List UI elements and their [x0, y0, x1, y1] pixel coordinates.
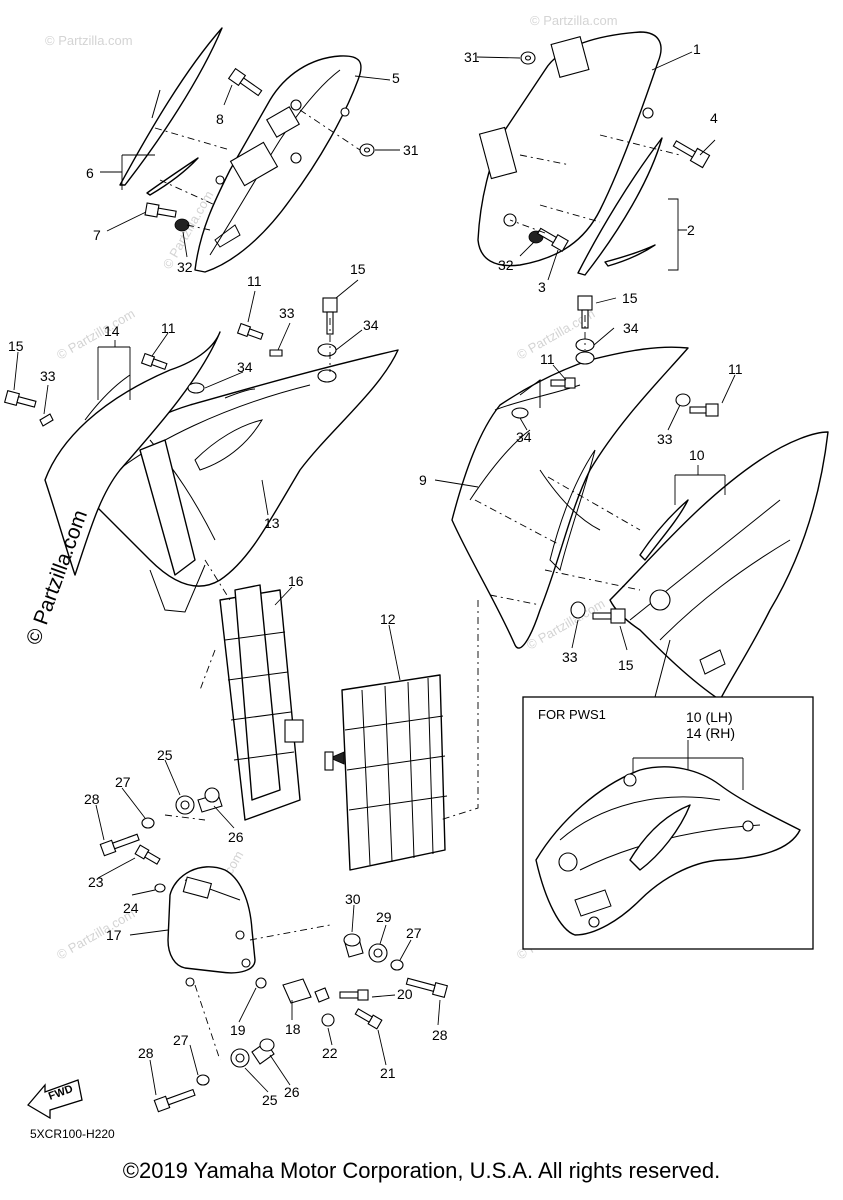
- callout-27: 27: [115, 774, 131, 790]
- callout-11b: 11: [161, 320, 176, 336]
- callout-31: 31: [464, 49, 480, 65]
- part-1-side-cover-right: [477, 31, 662, 267]
- part-9-shroud-right: [451, 346, 689, 649]
- hardware: [3, 51, 719, 1113]
- callout-numbers: 1 2 3 4 5 6 7 8 9 10 11 11 11 11 12 13 1…: [8, 41, 743, 1108]
- assembly-lines: [154, 109, 681, 1061]
- part-10-decal-right: [609, 431, 829, 701]
- part-17-reservoir: [167, 866, 256, 987]
- callout-1: 1: [693, 41, 701, 57]
- callout-11: 11: [247, 273, 262, 289]
- part-16-radiator-left: [219, 584, 304, 821]
- callout-33d: 33: [562, 649, 578, 665]
- callout-34d: 34: [516, 429, 532, 445]
- callout-23: 23: [88, 874, 104, 890]
- callout-4: 4: [710, 110, 718, 126]
- callout-5: 5: [392, 70, 400, 86]
- watermark: © Partzilla.com: [530, 13, 618, 28]
- watermark: © Partzilla.com: [54, 306, 137, 363]
- callout-34b: 34: [237, 359, 253, 375]
- callout-28: 28: [84, 791, 100, 807]
- inset-label-rh: 14 (RH): [686, 725, 735, 741]
- callout-6: 6: [86, 165, 94, 181]
- callout-14: 14: [104, 323, 120, 339]
- callout-9: 9: [419, 472, 427, 488]
- callout-16: 16: [288, 573, 304, 589]
- part-5-side-cover-left: [194, 55, 362, 273]
- leader-lines: [13, 51, 736, 1096]
- callout-34c: 34: [623, 320, 639, 336]
- callout-18: 18: [285, 1021, 301, 1037]
- part-2-decals: [577, 137, 663, 276]
- callout-17: 17: [106, 927, 122, 943]
- fwd-arrow-icon: FWD: [27, 1079, 83, 1120]
- callout-15: 15: [350, 261, 366, 277]
- callout-13: 13: [264, 515, 280, 531]
- inset-title: FOR PWS1: [538, 707, 606, 722]
- callout-34: 34: [363, 317, 379, 333]
- callout-11c: 11: [540, 351, 555, 367]
- callout-26b: 26: [284, 1084, 300, 1100]
- callout-27b: 27: [406, 925, 422, 941]
- callout-7: 7: [93, 227, 101, 243]
- callout-15d: 15: [618, 657, 634, 673]
- callout-31b: 31: [403, 142, 419, 158]
- callout-24: 24: [123, 900, 139, 916]
- callout-29: 29: [376, 909, 392, 925]
- callout-3: 3: [538, 279, 546, 295]
- callout-32b: 32: [498, 257, 514, 273]
- part-12-radiator-right: [324, 674, 448, 871]
- callout-32: 32: [177, 259, 193, 275]
- callout-15c: 15: [622, 290, 638, 306]
- callout-10: 10: [689, 447, 705, 463]
- copyright-notice: ©2019 Yamaha Motor Corporation, U.S.A. A…: [122, 1158, 721, 1183]
- callout-33c: 33: [657, 431, 673, 447]
- inset-for-pws1: FOR PWS1 10 (LH) 14 (RH): [522, 639, 814, 950]
- callout-15b: 15: [8, 338, 24, 354]
- callout-20: 20: [397, 986, 413, 1002]
- inset-label-lh: 10 (LH): [686, 709, 733, 725]
- callout-8: 8: [216, 111, 224, 127]
- callout-22: 22: [322, 1045, 338, 1061]
- callout-25b: 25: [262, 1092, 278, 1108]
- part-6-decals: [119, 27, 223, 196]
- callout-19: 19: [230, 1022, 246, 1038]
- callout-30: 30: [345, 891, 361, 907]
- callout-26: 26: [228, 829, 244, 845]
- part-13-shroud-left: [81, 349, 399, 613]
- callout-2: 2: [687, 222, 695, 238]
- callout-33: 33: [279, 305, 295, 321]
- callout-27c: 27: [173, 1032, 189, 1048]
- callout-33b: 33: [40, 368, 56, 384]
- part-14-decal-left: [44, 331, 221, 576]
- callout-12: 12: [380, 611, 396, 627]
- callout-28b: 28: [432, 1027, 448, 1043]
- drawing-code: 5XCR100-H220: [30, 1127, 115, 1141]
- callout-21: 21: [380, 1065, 396, 1081]
- callout-25: 25: [157, 747, 173, 763]
- callout-28c: 28: [138, 1045, 154, 1061]
- watermark: © Partzilla.com: [45, 33, 133, 48]
- callout-11d: 11: [728, 361, 743, 377]
